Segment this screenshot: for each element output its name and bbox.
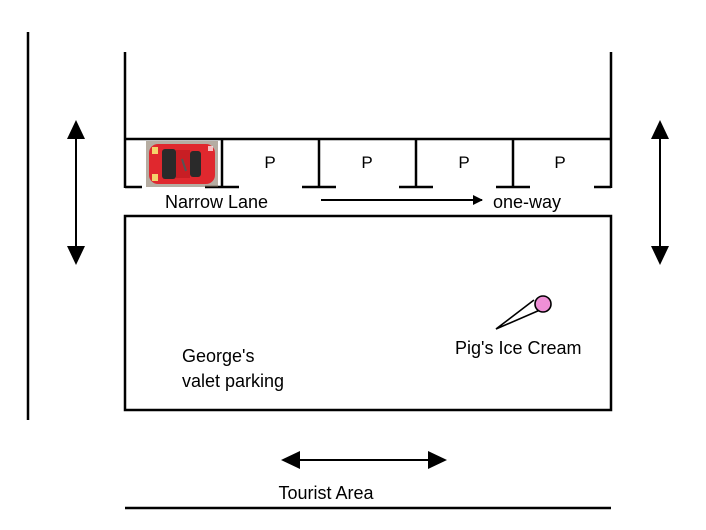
tourist-area-arrow [281,451,447,469]
parking-space-label: P [264,153,275,172]
narrow-lane-label: Narrow Lane [165,192,268,212]
tourist-area-label: Tourist Area [278,483,374,503]
valet-label-line2: valet parking [182,371,284,391]
space-divider [496,139,530,189]
parking-space-label: P [458,153,469,172]
ice-cream-marker [495,295,552,330]
valet-label-line1: George's [182,346,254,366]
ice-cream-label: Pig's Ice Cream [455,338,581,358]
one-way-label: one-way [493,192,561,212]
parking-space-label: P [554,153,565,172]
city-block [123,214,613,412]
red-car-icon [146,141,218,187]
parking-space-label: P [361,153,372,172]
left-two-way-arrow [67,120,85,265]
space-divider [302,139,336,189]
space-divider [399,139,433,189]
right-two-way-arrow [651,120,669,265]
